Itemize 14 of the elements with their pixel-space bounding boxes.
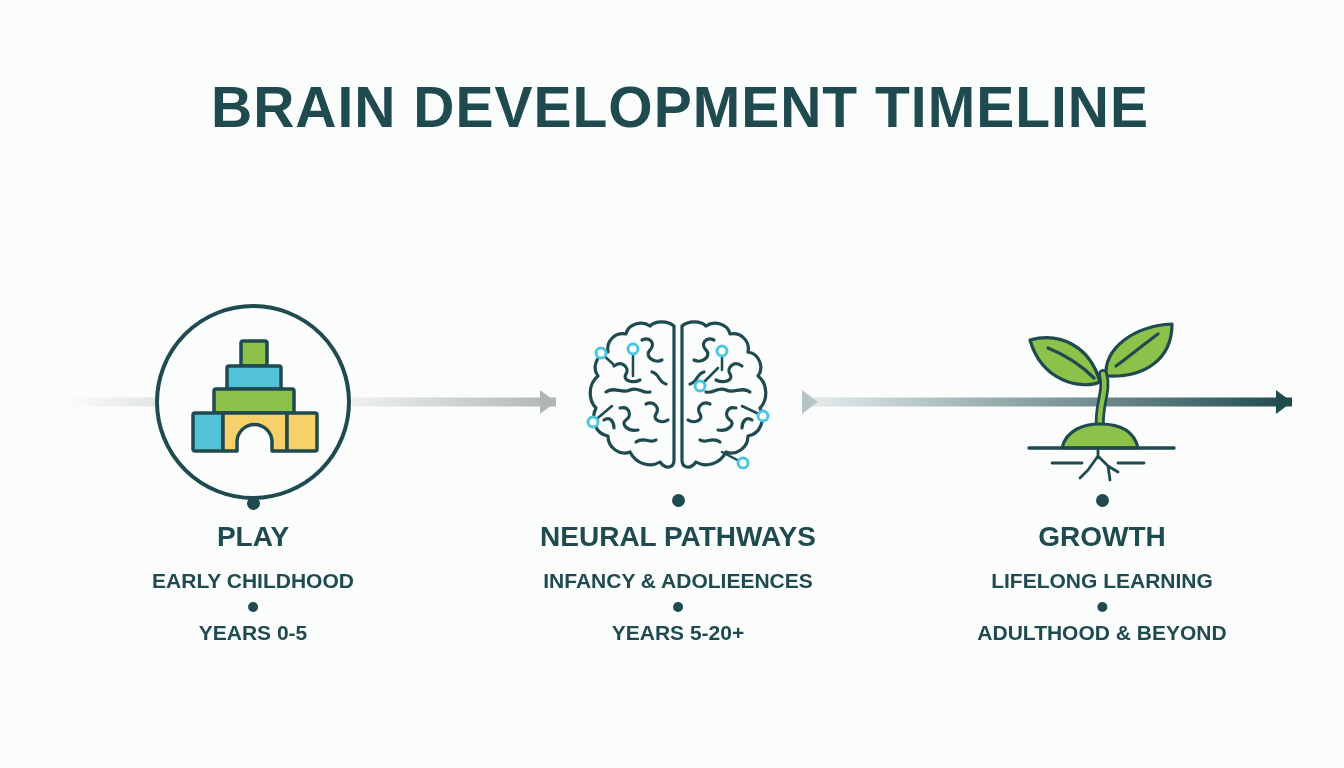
stage-title: NEURAL PATHWAYS bbox=[540, 520, 816, 554]
brain-icon bbox=[584, 320, 772, 472]
stage-years: ADULTHOOD & BEYOND bbox=[977, 619, 1227, 645]
stage-years: YEARS 5-20+ bbox=[611, 619, 745, 645]
stage-years: YEARS 0-5 bbox=[198, 619, 308, 645]
stage-period: LIFELONG LEARNING bbox=[991, 567, 1213, 593]
stage-period: INFANCY & ADOLIEENCES bbox=[543, 567, 813, 593]
arrow bbox=[352, 390, 556, 414]
diagram-title: BRAIN DEVELOPMENT TIMELINE bbox=[211, 76, 1149, 139]
stage-title: PLAY bbox=[216, 520, 290, 554]
arrow bbox=[802, 390, 1292, 414]
stage-period: EARLY CHILDHOOD bbox=[152, 567, 354, 593]
stage-title: GROWTH bbox=[1038, 520, 1166, 554]
sprout-icon bbox=[1026, 320, 1178, 484]
